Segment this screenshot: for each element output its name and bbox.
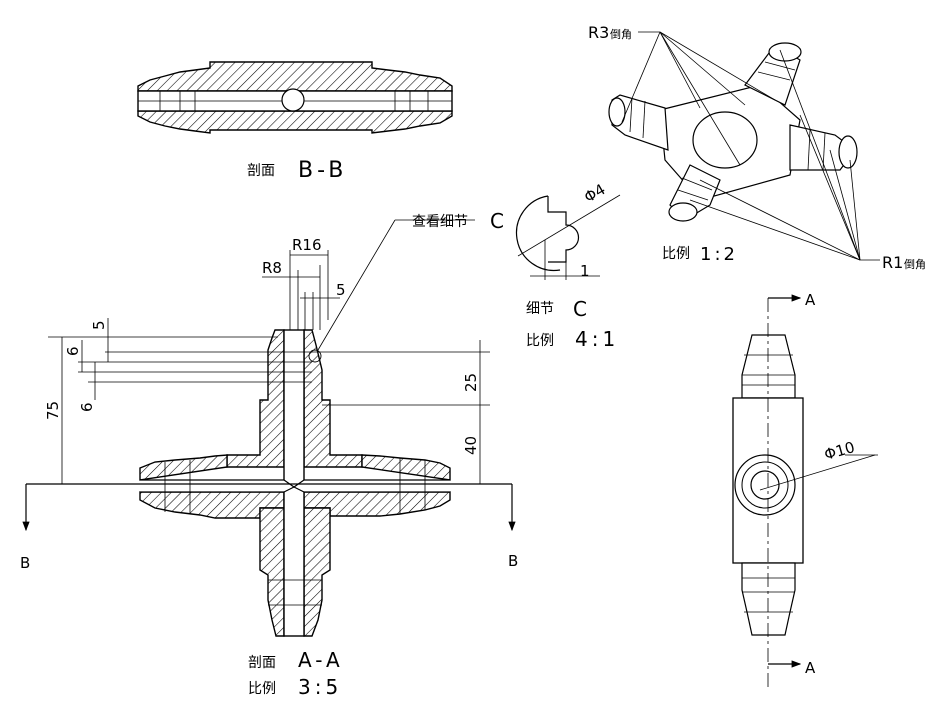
d25-dim: 25 [462, 373, 480, 392]
section-top-a: A [805, 291, 816, 309]
r16-dim: R16 [292, 236, 322, 254]
d75-dim: 75 [44, 401, 62, 420]
d6-a-dim: 6 [64, 346, 82, 356]
detail-letter: C [573, 297, 587, 321]
front-view: Φ10 A A [732, 291, 878, 690]
d40-dim: 40 [462, 436, 480, 455]
detail-callout-letter: C [490, 209, 504, 233]
detail-scale-value: 4:1 [575, 327, 619, 351]
detail-callout-text: 查看细节 [412, 214, 468, 230]
r1-text: 倒角 [904, 258, 926, 271]
detail-label: 细节 [526, 301, 554, 317]
d6-b-dim: 6 [78, 402, 96, 412]
section-aa-name: A-A [298, 648, 344, 672]
iso-view: R3 倒角 R1 倒角 比例 1:2 [588, 23, 926, 272]
section-aa-scale-value: 3:5 [298, 675, 342, 699]
b-left-label: B [20, 554, 30, 572]
d5-left-dim: 5 [90, 320, 108, 330]
section-bb-label: 剖面 [247, 163, 275, 179]
section-bb-name: B-B [298, 158, 347, 183]
detail-one-dim: 1 [580, 262, 590, 280]
b-right-label: B [508, 552, 518, 570]
detail-c-view: 1 Φ4 细节 C 比例 4:1 [515, 180, 621, 351]
r3-label: R3 [588, 23, 609, 42]
detail-scale-label: 比例 [526, 333, 554, 349]
d5-top-dim: 5 [336, 281, 346, 299]
section-bottom-a: A [805, 659, 816, 677]
section-aa-label: 剖面 [248, 655, 276, 671]
section-aa-scale-label: 比例 [248, 681, 276, 697]
section-bb-view: 剖面 B-B [137, 61, 453, 183]
r8-dim: R8 [262, 259, 282, 277]
r1-label: R1 [882, 253, 903, 272]
r3-text: 倒角 [610, 28, 632, 41]
detail-phi-dim: Φ4 [581, 180, 608, 206]
section-aa-view: B B R16 R8 5 75 5 6 6 25 40 [20, 209, 518, 699]
phi10-dim: Φ10 [822, 438, 857, 464]
iso-scale-value: 1:2 [700, 244, 738, 265]
iso-scale-label: 比例 [662, 246, 690, 262]
